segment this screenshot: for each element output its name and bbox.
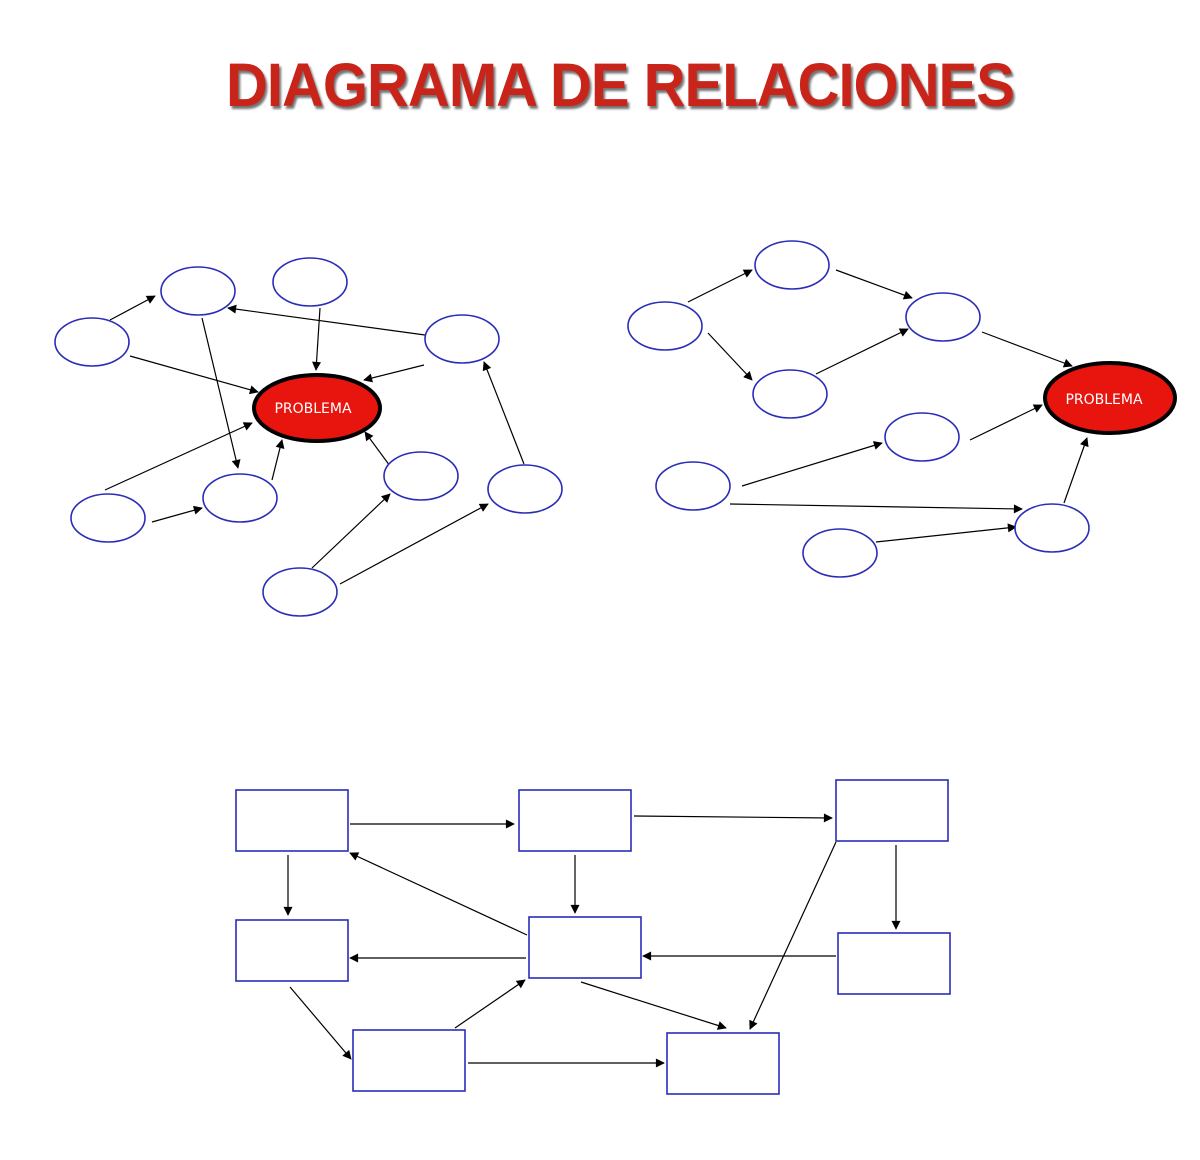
arrow xyxy=(875,523,1017,543)
cause-node xyxy=(905,292,981,342)
diagram-right-nodes xyxy=(627,240,1090,578)
cause-box xyxy=(235,789,349,852)
arrow xyxy=(312,307,322,371)
arrow xyxy=(364,431,391,467)
arrow xyxy=(741,441,883,487)
cause-node xyxy=(202,473,278,523)
diagram-left xyxy=(104,295,525,585)
diagram-bottom xyxy=(283,813,901,1068)
cause-node xyxy=(160,266,236,316)
problem-node-right: PROBLEMA xyxy=(1043,361,1177,435)
arrow xyxy=(835,269,913,300)
problem-node-left: PROBLEMA xyxy=(252,373,382,443)
arrow xyxy=(687,269,753,303)
cause-node xyxy=(884,412,960,462)
arrow xyxy=(815,328,909,375)
arrow xyxy=(580,981,727,1030)
cause-node xyxy=(655,461,731,511)
cause-node xyxy=(487,464,563,514)
arrow xyxy=(729,503,1023,514)
problem-label: PROBLEMA xyxy=(1065,392,1143,408)
cause-node xyxy=(1014,503,1090,553)
cause-box xyxy=(528,916,642,979)
cause-box xyxy=(235,919,349,982)
cause-box xyxy=(835,779,949,842)
arrow xyxy=(104,422,253,491)
arrow xyxy=(454,979,526,1029)
arrow xyxy=(271,439,285,481)
arrow xyxy=(969,404,1043,441)
cause-node xyxy=(424,314,500,364)
cause-node xyxy=(752,369,828,419)
arrow xyxy=(363,364,425,383)
cause-node xyxy=(383,451,459,501)
cause-box xyxy=(352,1029,466,1092)
arrow xyxy=(707,332,753,381)
cause-box xyxy=(666,1032,780,1095)
cause-node xyxy=(627,301,703,351)
diagram-right xyxy=(687,269,1089,543)
cause-node xyxy=(70,493,146,543)
cause-node xyxy=(754,240,830,290)
arrow xyxy=(349,852,528,936)
arrow xyxy=(633,813,833,823)
cause-node xyxy=(802,528,878,578)
arrow xyxy=(227,304,426,336)
arrow xyxy=(201,317,241,469)
arrow xyxy=(339,503,489,585)
cause-node xyxy=(272,257,348,307)
arrow xyxy=(151,505,203,523)
arrow xyxy=(311,493,391,569)
arrow xyxy=(482,361,525,465)
diagram-left-nodes xyxy=(54,257,563,617)
cause-box xyxy=(518,789,632,852)
cause-box xyxy=(837,932,951,995)
arrow xyxy=(289,986,352,1060)
problem-label: PROBLEMA xyxy=(274,401,352,417)
cause-node xyxy=(262,567,338,617)
diagram-bottom-nodes xyxy=(235,779,951,1095)
cause-node xyxy=(54,317,130,367)
arrow xyxy=(109,295,156,321)
arrow xyxy=(129,355,259,395)
page-title: DIAGRAMA DE RELACIONES xyxy=(226,51,1015,120)
arrow xyxy=(981,331,1073,368)
arrow xyxy=(749,841,837,1030)
arrow xyxy=(1063,437,1089,504)
